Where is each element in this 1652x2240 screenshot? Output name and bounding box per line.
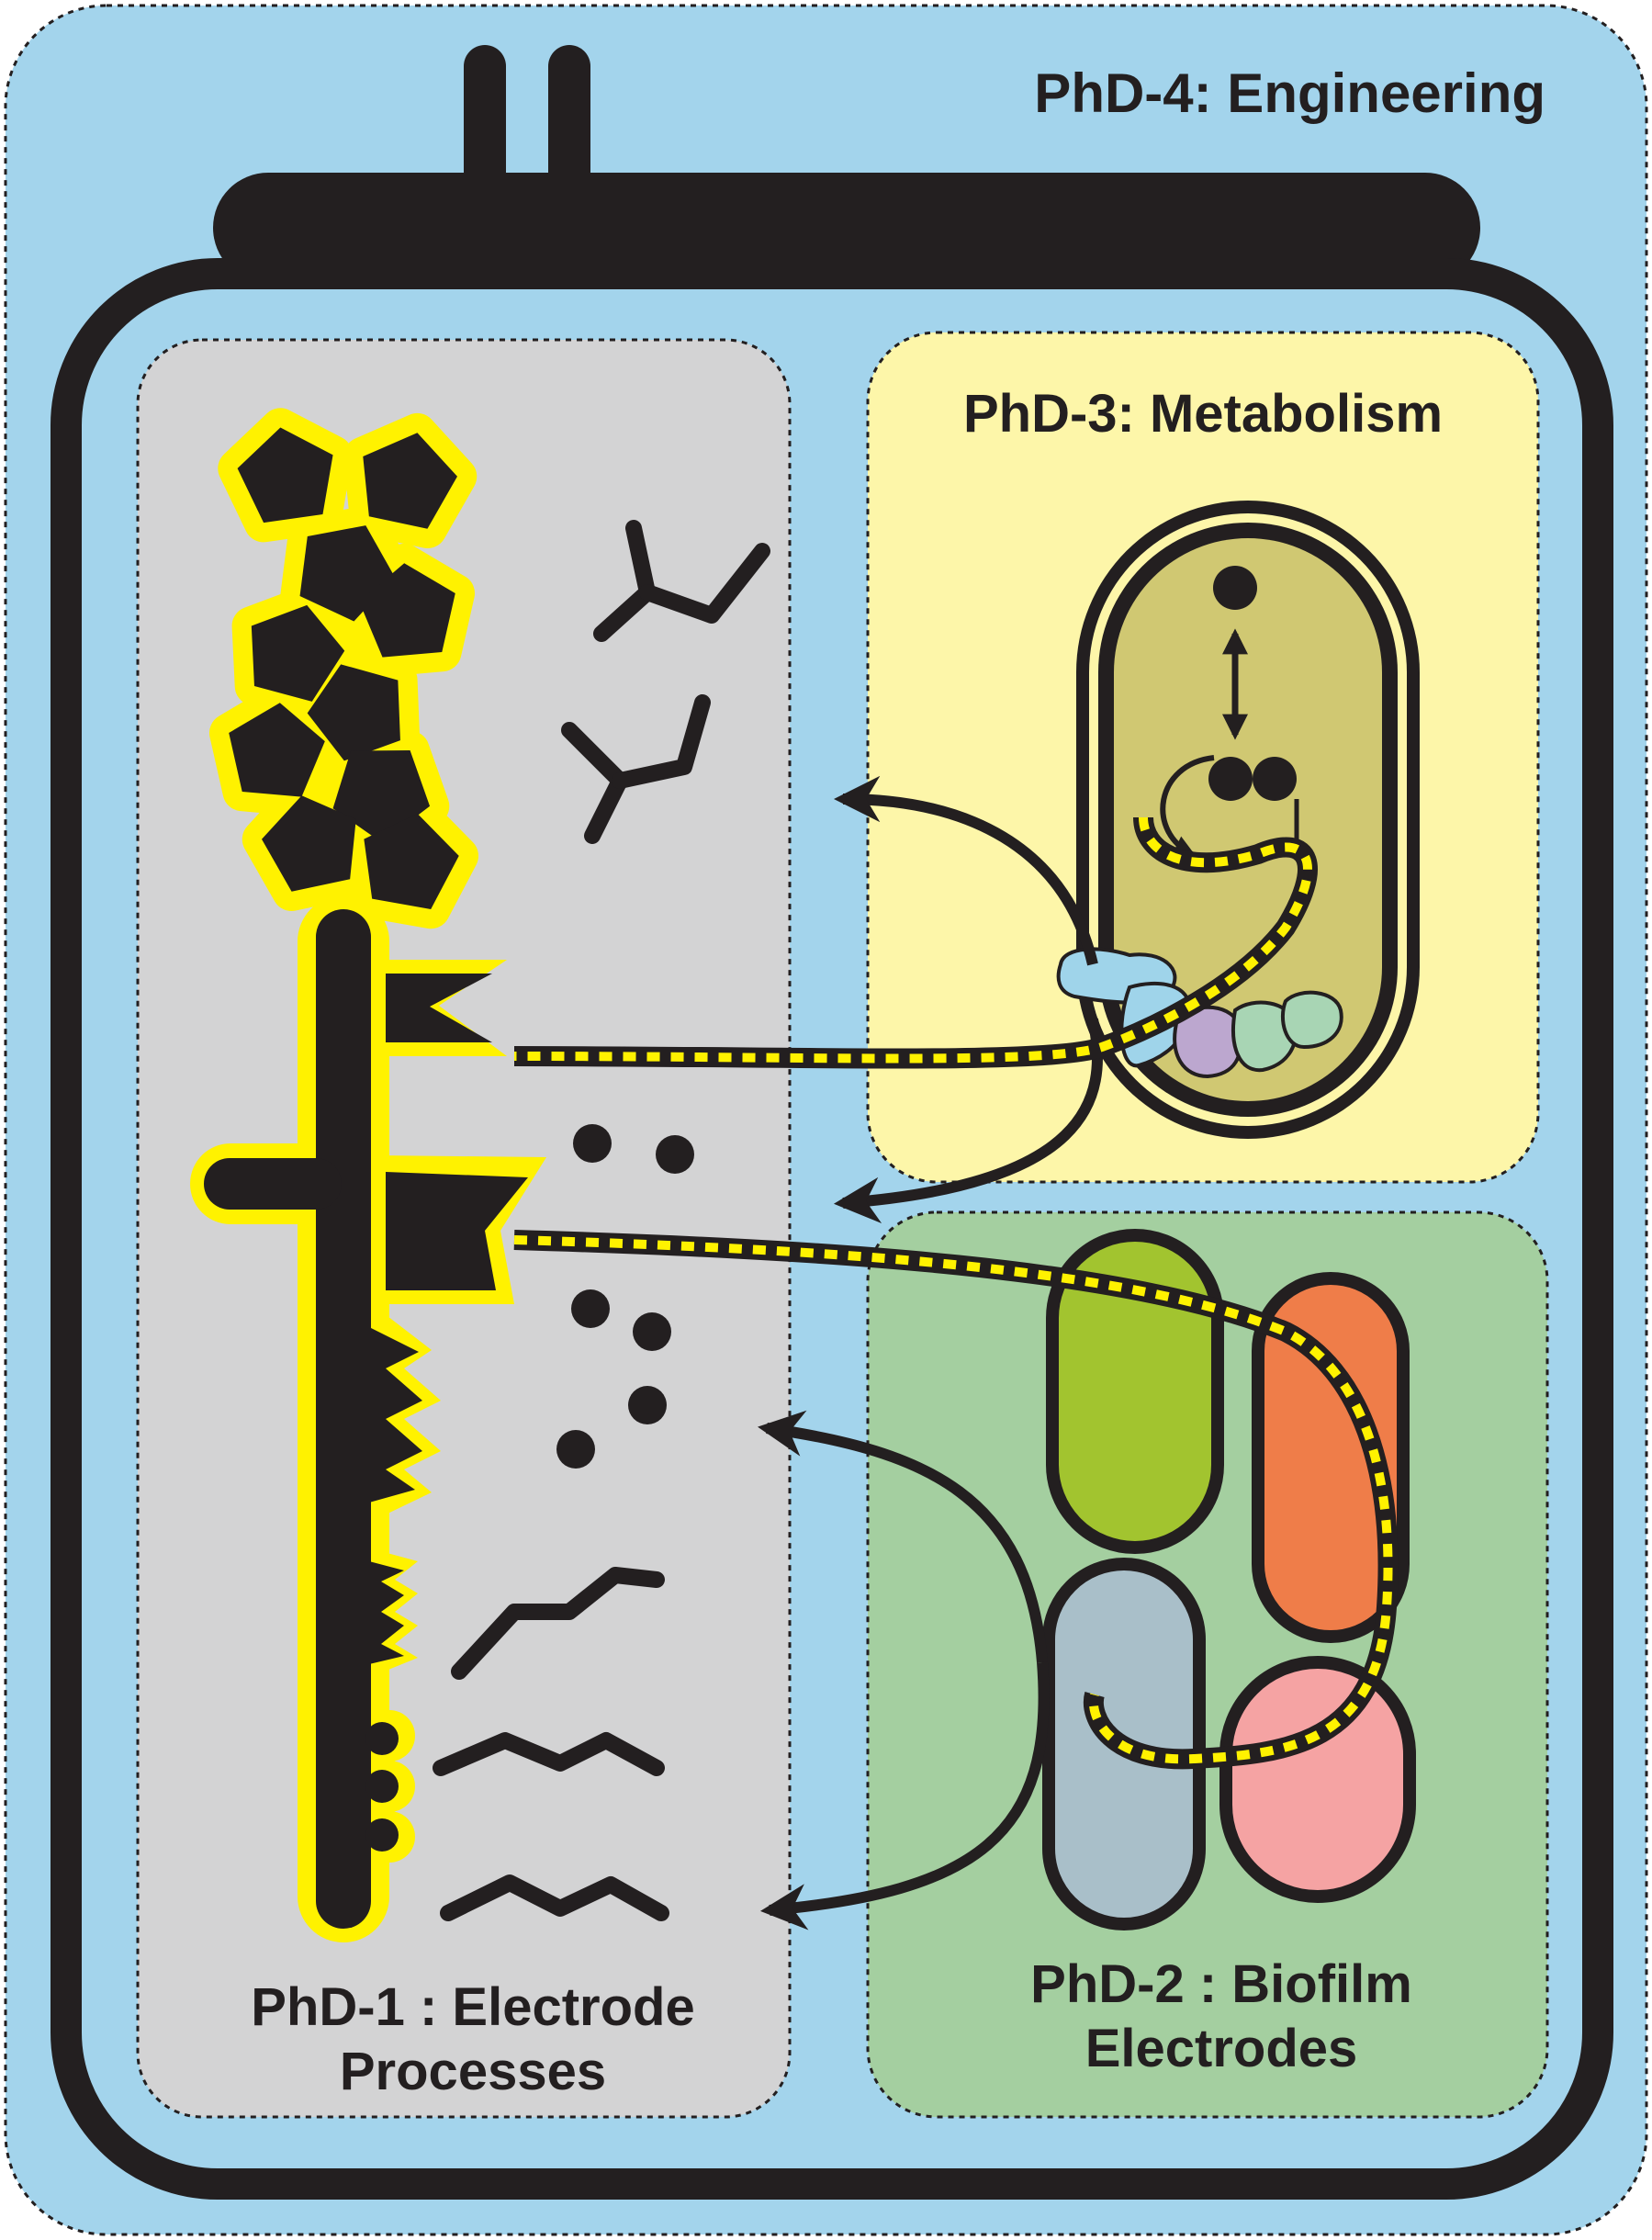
electrode-icon <box>190 895 546 1942</box>
molecule-dots <box>556 1124 694 1469</box>
engineering-label: PhD-4: Engineering <box>1034 62 1545 124</box>
electrode-label-line2: Processes <box>340 2042 606 2101</box>
electrode-label-line1: PhD-1 : Electrode <box>251 1977 694 2037</box>
molecule-icon <box>433 520 770 1921</box>
biofilm-bacteria <box>1042 1229 1416 1930</box>
electron-pathways <box>513 816 1399 1770</box>
metabolism-label: PhD-3: Metabolism <box>963 384 1443 444</box>
nanoparticle-cluster-icon <box>224 421 465 912</box>
biofilm-label-line2: Electrodes <box>1085 2019 1358 2078</box>
biofilm-label-line1: PhD-2 : Biofilm <box>1030 1954 1412 2014</box>
